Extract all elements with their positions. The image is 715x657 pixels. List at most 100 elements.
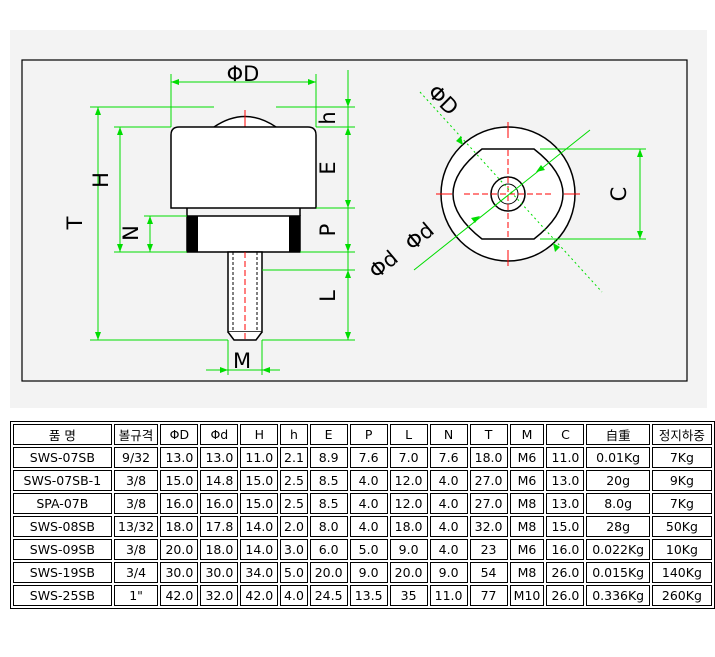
label-H: H [89,172,113,188]
table-cell: 26.0 [546,585,585,606]
table-cell: 4.0 [429,516,468,537]
table-cell: 3.0 [280,539,308,560]
table-header-cell: T [469,424,508,445]
table-cell: 0.022Kg [586,539,650,560]
table-cell: M8 [509,516,545,537]
table-header-cell: N [429,424,468,445]
table-cell: 7.0 [389,447,428,468]
table-cell: 8.5 [309,470,348,491]
table-cell: 42.0 [240,585,279,606]
table-cell: 15.0 [546,516,585,537]
table-cell: 2.1 [280,447,308,468]
technical-drawing: ΦD M h E P L T H N ΦD C Φd Φd [21,59,688,382]
table-cell: 3/8 [113,539,159,560]
table-header-cell: L [389,424,428,445]
table-cell: 27.0 [469,493,508,514]
table-cell: 15.0 [240,493,279,514]
table-cell: 14.0 [240,539,279,560]
table-cell: 18.0 [200,539,239,560]
table-cell: 26.0 [546,562,585,583]
table-cell: 7Kg [651,447,712,468]
table-header-cell: 自重 [586,424,650,445]
housing-body [170,126,317,209]
table-cell: 0.336Kg [586,585,650,606]
table-cell: 13.0 [200,447,239,468]
table-cell: 20.0 [389,562,428,583]
table-cell: 30.0 [200,562,239,583]
table-cell: 4.0 [429,470,468,491]
label-T: T [63,216,87,230]
label-D-side: ΦD [227,62,260,86]
table-cell: 14.8 [200,470,239,491]
table-header-cell: ΦD [160,424,199,445]
table-cell: 8.0g [586,493,650,514]
table-header-cell: 품 명 [13,424,112,445]
label-E: E [316,161,340,174]
table-cell: 4.0 [429,539,468,560]
table-cell: 9.0 [389,539,428,560]
table-cell: 11.0 [240,447,279,468]
table-header-cell: P [349,424,388,445]
table-cell: 42.0 [160,585,199,606]
table-cell: 260Kg [651,585,712,606]
table-cell: 18.0 [389,516,428,537]
table-header-cell: 정지하중 [651,424,712,445]
label-P: P [316,224,340,237]
table-cell: 1" [113,585,159,606]
dimension-arrows [95,79,351,373]
table-cell: 28g [586,516,650,537]
table-cell: 15.0 [160,470,199,491]
table-cell: 7.6 [349,447,388,468]
right-ring [289,216,300,252]
table-cell: 5.0 [349,539,388,560]
table-cell: 18.0 [160,516,199,537]
table-header-cell: 볼규격 [113,424,159,445]
table-cell: 23 [469,539,508,560]
table-cell: 8.5 [309,493,348,514]
table-cell: 4.0 [280,585,308,606]
table-cell: 13.5 [349,585,388,606]
table-header-cell: Φd [200,424,239,445]
table-cell: 7.6 [429,447,468,468]
table-cell: 2.5 [280,470,308,491]
table-cell: 27.0 [469,470,508,491]
table-cell: M8 [509,562,545,583]
table-header-cell: E [309,424,348,445]
table-cell: M6 [509,447,545,468]
table-cell: SWS-08SB [13,516,112,537]
table-cell: 34.0 [240,562,279,583]
table-cell: 32.0 [200,585,239,606]
table-cell: SWS-09SB [13,539,112,560]
table-cell: M6 [509,539,545,560]
table-cell: 3/8 [113,493,159,514]
table-cell: 13.0 [546,493,585,514]
table-cell: 0.015Kg [586,562,650,583]
table-cell: 20.0 [160,539,199,560]
table-cell: SWS-25SB [13,585,112,606]
label-h: h [316,111,340,124]
table-cell: 12.0 [389,470,428,491]
table-cell: 9Kg [651,470,712,491]
table-cell: 2.0 [280,516,308,537]
table-cell: 4.0 [349,516,388,537]
table-cell: M6 [509,470,545,491]
front-dimensions [413,91,646,293]
table-cell: 6.0 [309,539,348,560]
table-cell: 3/8 [113,470,159,491]
table-cell: 54 [469,562,508,583]
table-cell: 9.0 [349,562,388,583]
table-cell: 13.0 [546,470,585,491]
table-cell: 140Kg [651,562,712,583]
table-cell: 16.0 [200,493,239,514]
table-cell: 4.0 [349,470,388,491]
table-cell: 20g [586,470,650,491]
table-cell: 2.5 [280,493,308,514]
table-cell: SPA-07B [13,493,112,514]
table-cell: 4.0 [429,493,468,514]
table-header-cell: M [509,424,545,445]
